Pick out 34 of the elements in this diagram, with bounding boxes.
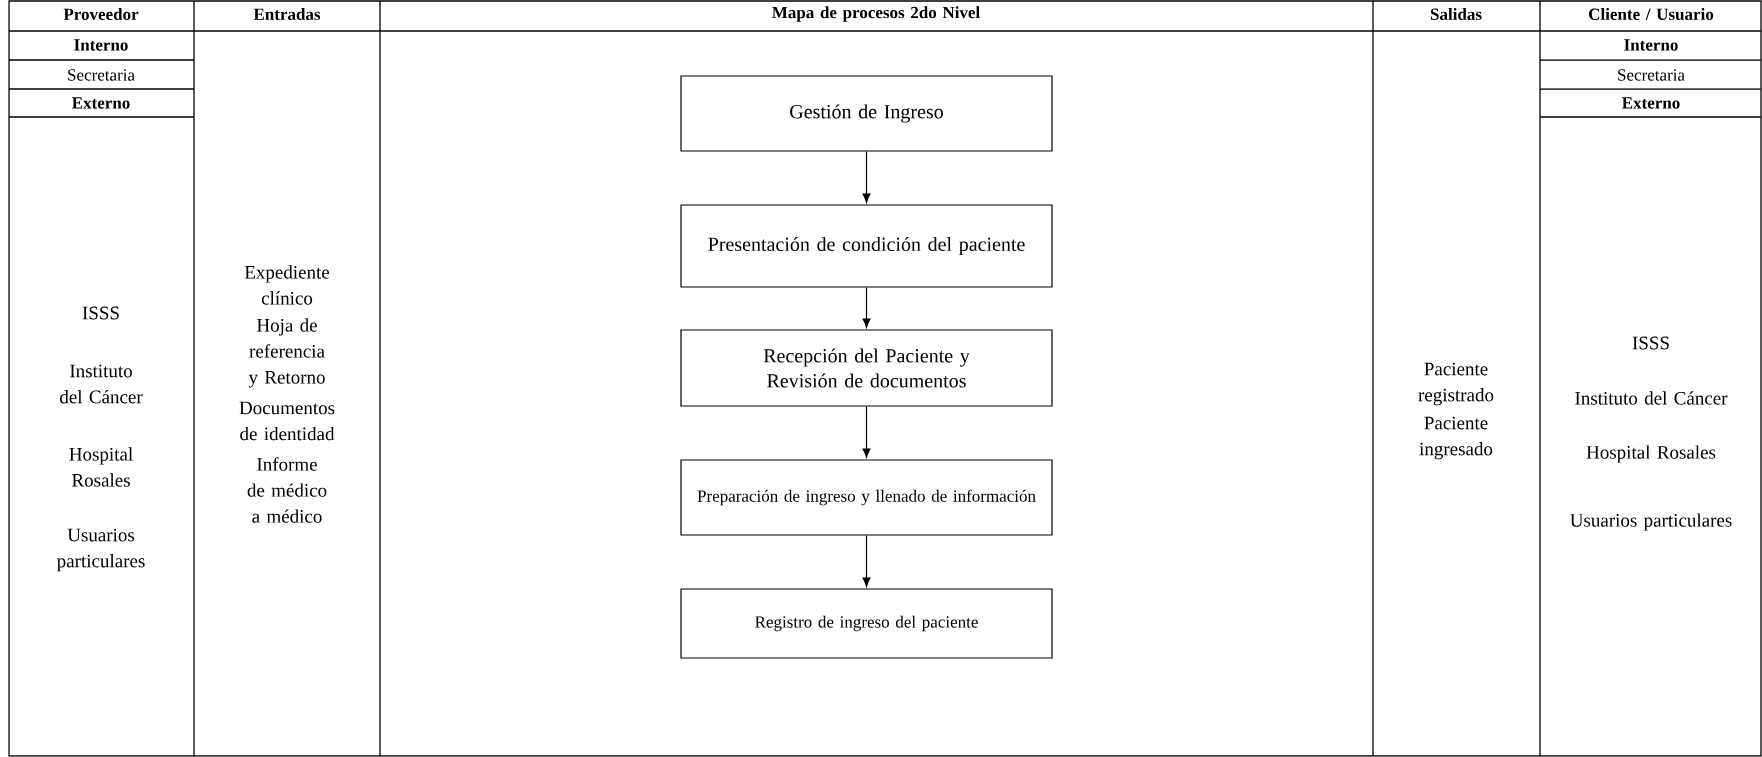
list-item: Instituto del Cáncer xyxy=(60,364,143,404)
table-cell: Secretaria xyxy=(1618,69,1685,81)
table-cell: Secretaria xyxy=(68,69,135,81)
process-box: Preparación de ingreso y llenado de información xyxy=(680,459,1053,536)
column-header: Entradas xyxy=(253,8,321,20)
column-header: Salidas xyxy=(1430,8,1482,20)
list-item: Hoja de referencia y Retorno xyxy=(248,318,325,388)
list-item: Instituto del Cáncer xyxy=(1575,391,1728,405)
list-item: ISSS xyxy=(1632,336,1669,350)
list-item: Expediente clínico xyxy=(244,265,330,305)
arrow xyxy=(862,287,871,328)
list-item: Informe de médico a médico xyxy=(247,457,327,523)
process-box: Gestión de Ingreso xyxy=(680,75,1053,152)
column-header: Cliente / Usuario xyxy=(1589,8,1714,20)
list-item: Usuarios particulares xyxy=(57,528,145,572)
list-item: Hospital Rosales xyxy=(1586,445,1716,463)
list-item: Paciente registrado xyxy=(1418,362,1494,406)
column-header: Proveedor xyxy=(63,8,139,20)
arrow xyxy=(862,535,871,587)
list-item: ISSS xyxy=(82,306,119,320)
row-header: Externo xyxy=(1622,97,1680,109)
arrow xyxy=(862,406,871,458)
column-header: Mapa de procesos 2do Nivel xyxy=(772,6,980,22)
list-item: Usuarios particulares xyxy=(1570,513,1732,531)
process-box: Recepción del Paciente y Revisión de documentos xyxy=(680,329,1053,407)
row-header: Interno xyxy=(74,39,128,51)
row-header: Externo xyxy=(72,97,130,109)
list-item: Hospital Rosales xyxy=(69,447,133,487)
arrow xyxy=(862,151,871,203)
process-box: Registro de ingreso del paciente xyxy=(680,588,1053,659)
list-item: Documentos de identidad xyxy=(239,401,335,441)
row-header: Interno xyxy=(1624,39,1678,51)
process-box: Presentación de condición del paciente xyxy=(680,204,1053,288)
list-item: Paciente ingresado xyxy=(1419,416,1493,460)
